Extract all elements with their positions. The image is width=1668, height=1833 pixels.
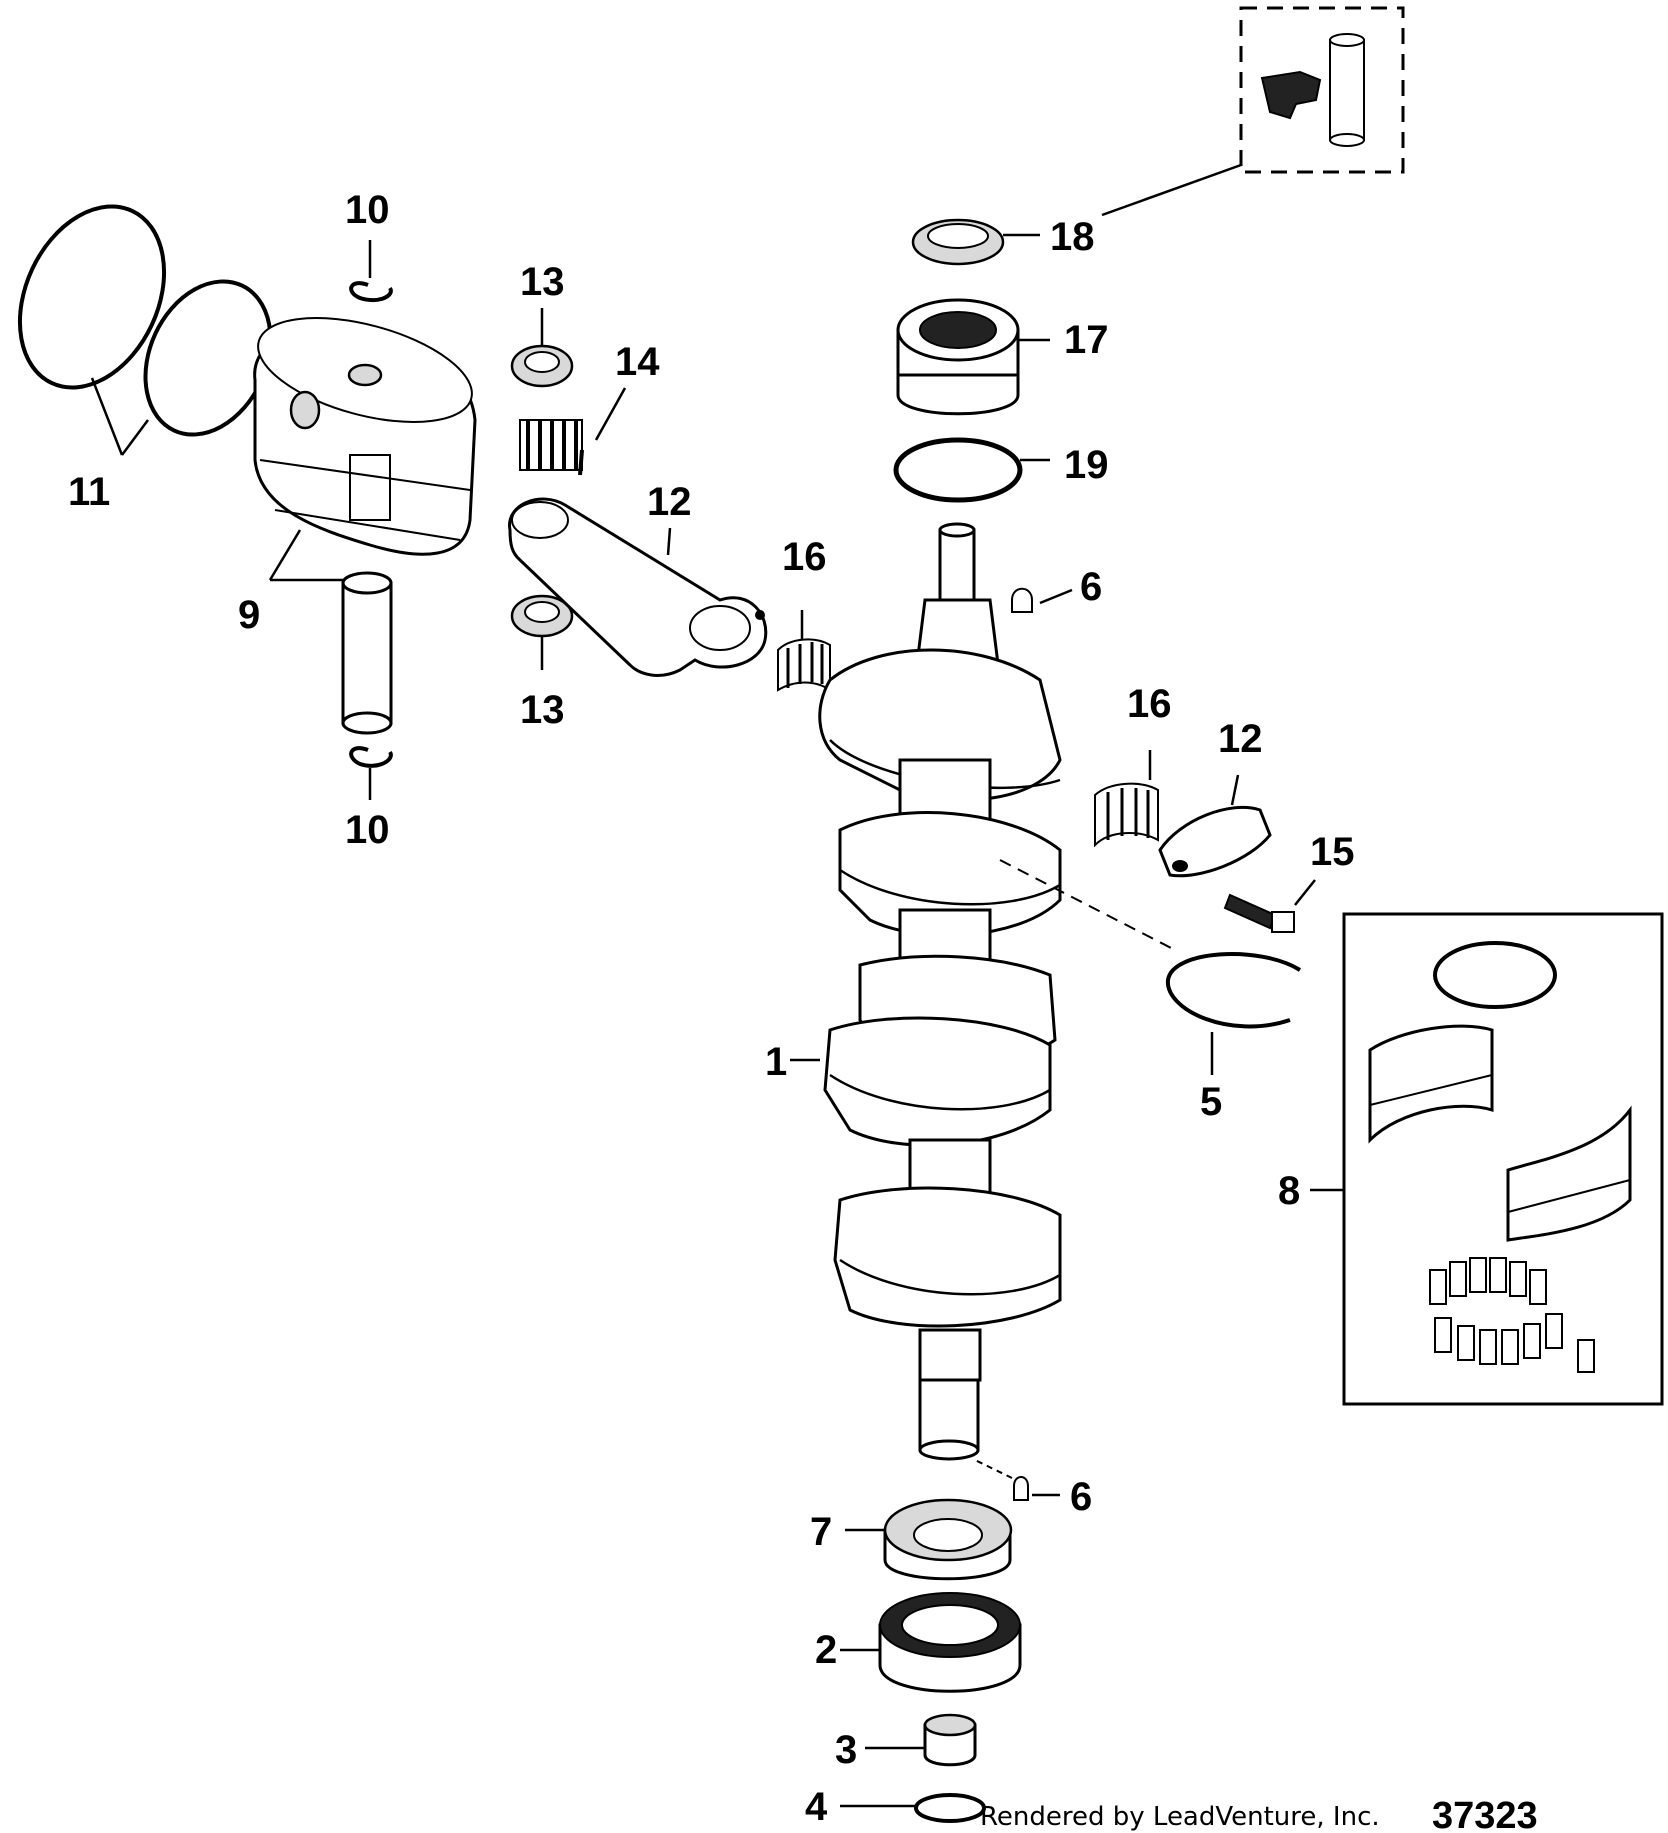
piston-9[interactable] (247, 298, 483, 582)
callout-14: 14 (615, 340, 660, 384)
credit-text: Rendered by LeadVenture, Inc. (980, 1802, 1380, 1832)
sleeve-3[interactable] (865, 1713, 977, 1767)
needle-bearing-14[interactable] (519, 387, 627, 476)
connecting-rod-12[interactable] (508, 497, 768, 677)
callout-12-left: 12 (647, 480, 692, 524)
ball-bearing-2[interactable] (840, 1592, 1022, 1693)
needle-bearing-cage-right-16[interactable] (1094, 750, 1159, 848)
callout-19: 19 (1064, 443, 1109, 487)
thrust-washer-top-13[interactable] (510, 308, 574, 388)
callout-10-bottom: 10 (345, 808, 390, 852)
callout-3: 3 (835, 1728, 857, 1772)
callout-18: 18 (1050, 215, 1095, 259)
rod-cap-right-12[interactable] (1158, 774, 1272, 878)
piston-rings-11[interactable] (0, 183, 294, 456)
callout-8: 8 (1278, 1169, 1300, 1213)
callout-10-top: 10 (345, 188, 390, 232)
washer-4[interactable] (840, 1793, 986, 1823)
woodruff-key-top-6[interactable] (1011, 587, 1073, 613)
inset-bearing-kit-8[interactable] (1310, 912, 1664, 1406)
callout-2: 2 (815, 1628, 837, 1672)
o-ring-19[interactable] (893, 437, 1050, 503)
callout-11: 11 (68, 470, 110, 514)
callout-12-right: 12 (1218, 717, 1263, 761)
callout-16-right: 16 (1127, 682, 1172, 726)
roller-set (1429, 1257, 1595, 1373)
callout-15: 15 (1310, 830, 1355, 874)
callout-5: 5 (1200, 1080, 1222, 1124)
callout-4: 4 (805, 1785, 828, 1829)
callout-9: 9 (238, 593, 260, 637)
callout-7: 7 (810, 1510, 832, 1554)
wrist-pin[interactable] (341, 571, 393, 735)
callout-13-bottom: 13 (520, 688, 565, 732)
callout-1: 1 (765, 1040, 787, 1084)
needle-bearing-cage-left-16[interactable] (777, 610, 831, 692)
woodruff-key-bottom-6[interactable] (974, 1459, 1060, 1501)
retaining-clip-top-10[interactable] (349, 240, 393, 303)
figure-number: 37323 (1432, 1795, 1538, 1833)
roller-bearing-17[interactable] (896, 298, 1050, 416)
callout-16-left: 16 (782, 535, 827, 579)
crankshaft-1[interactable] (790, 522, 1062, 1461)
callout-6-bottom: 6 (1070, 1475, 1092, 1519)
thrust-washer-bottom-13[interactable] (510, 594, 574, 670)
callout-17: 17 (1064, 318, 1109, 362)
seal-18[interactable] (911, 218, 1040, 266)
retaining-ring-5[interactable] (999, 859, 1302, 1075)
callout-6-top: 6 (1080, 565, 1102, 609)
retaining-clip-bottom-10[interactable] (349, 746, 393, 800)
gear-7[interactable] (845, 1498, 1013, 1581)
callout-13-top: 13 (520, 260, 565, 304)
bolt-15[interactable] (1223, 879, 1316, 933)
inset-detail-18 (1101, 6, 1405, 217)
